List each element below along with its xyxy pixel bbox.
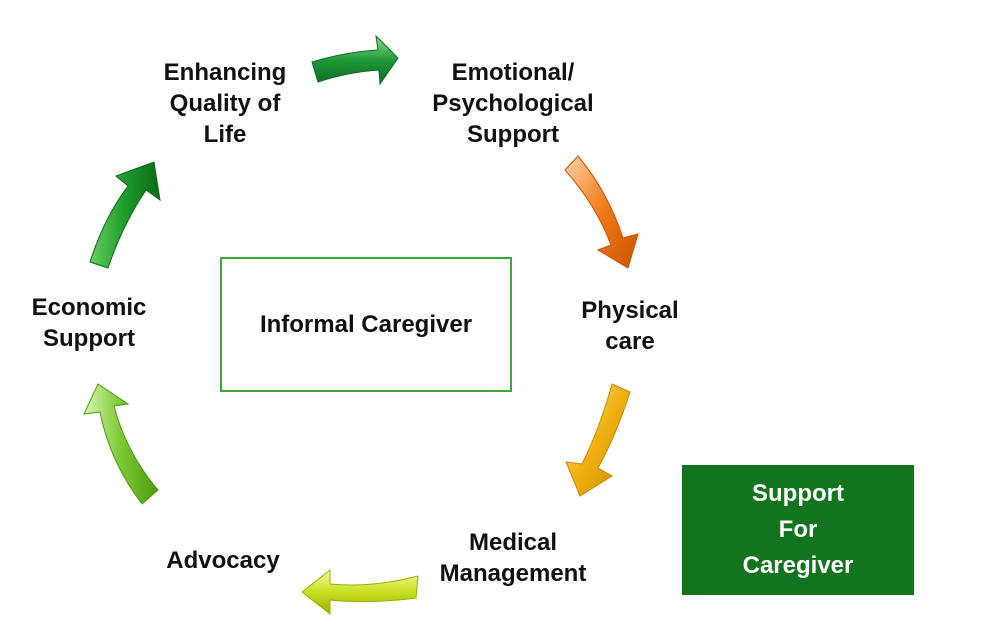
node-line: Medical bbox=[468, 529, 558, 556]
arrow-medical-to-advocacy bbox=[301, 568, 419, 616]
node-line: Management bbox=[439, 560, 587, 587]
arrow-emotional-to-physical bbox=[564, 155, 639, 269]
support-line: Caregiver bbox=[742, 552, 854, 579]
node-line: Psychological bbox=[432, 90, 594, 117]
node-line: Advocacy bbox=[166, 547, 280, 574]
center-informal-caregiver: Informal Caregiver bbox=[220, 257, 512, 392]
node-line: Quality of bbox=[169, 90, 281, 117]
arrow-advocacy-to-economic bbox=[83, 383, 159, 505]
support-for-caregiver-box: Support For Caregiver bbox=[682, 465, 914, 595]
arrow-quality-to-emotional bbox=[311, 34, 399, 86]
node-line: Life bbox=[203, 121, 247, 148]
node-line: Economic bbox=[31, 294, 147, 321]
node-line: Support bbox=[467, 121, 559, 148]
node-line: care bbox=[605, 328, 655, 355]
node-line: Physical bbox=[581, 297, 679, 324]
arrow-physical-to-medical bbox=[565, 383, 631, 497]
node-line: Enhancing bbox=[163, 59, 287, 86]
node-medical-management: Medical Management bbox=[420, 527, 606, 589]
center-label: Informal Caregiver bbox=[259, 310, 473, 338]
node-physical-care: Physical care bbox=[560, 295, 700, 357]
support-line: For bbox=[778, 516, 818, 543]
node-line: Emotional/ bbox=[451, 59, 575, 86]
arrow-economic-to-quality bbox=[89, 161, 161, 269]
support-line: Support bbox=[752, 480, 844, 507]
node-economic-support: Economic Support bbox=[16, 292, 162, 354]
node-advocacy: Advocacy bbox=[150, 545, 296, 576]
node-enhancing-quality-of-life: Enhancing Quality of Life bbox=[150, 57, 300, 150]
node-emotional-psychological-support: Emotional/ Psychological Support bbox=[415, 57, 611, 150]
node-line: Support bbox=[43, 325, 135, 352]
